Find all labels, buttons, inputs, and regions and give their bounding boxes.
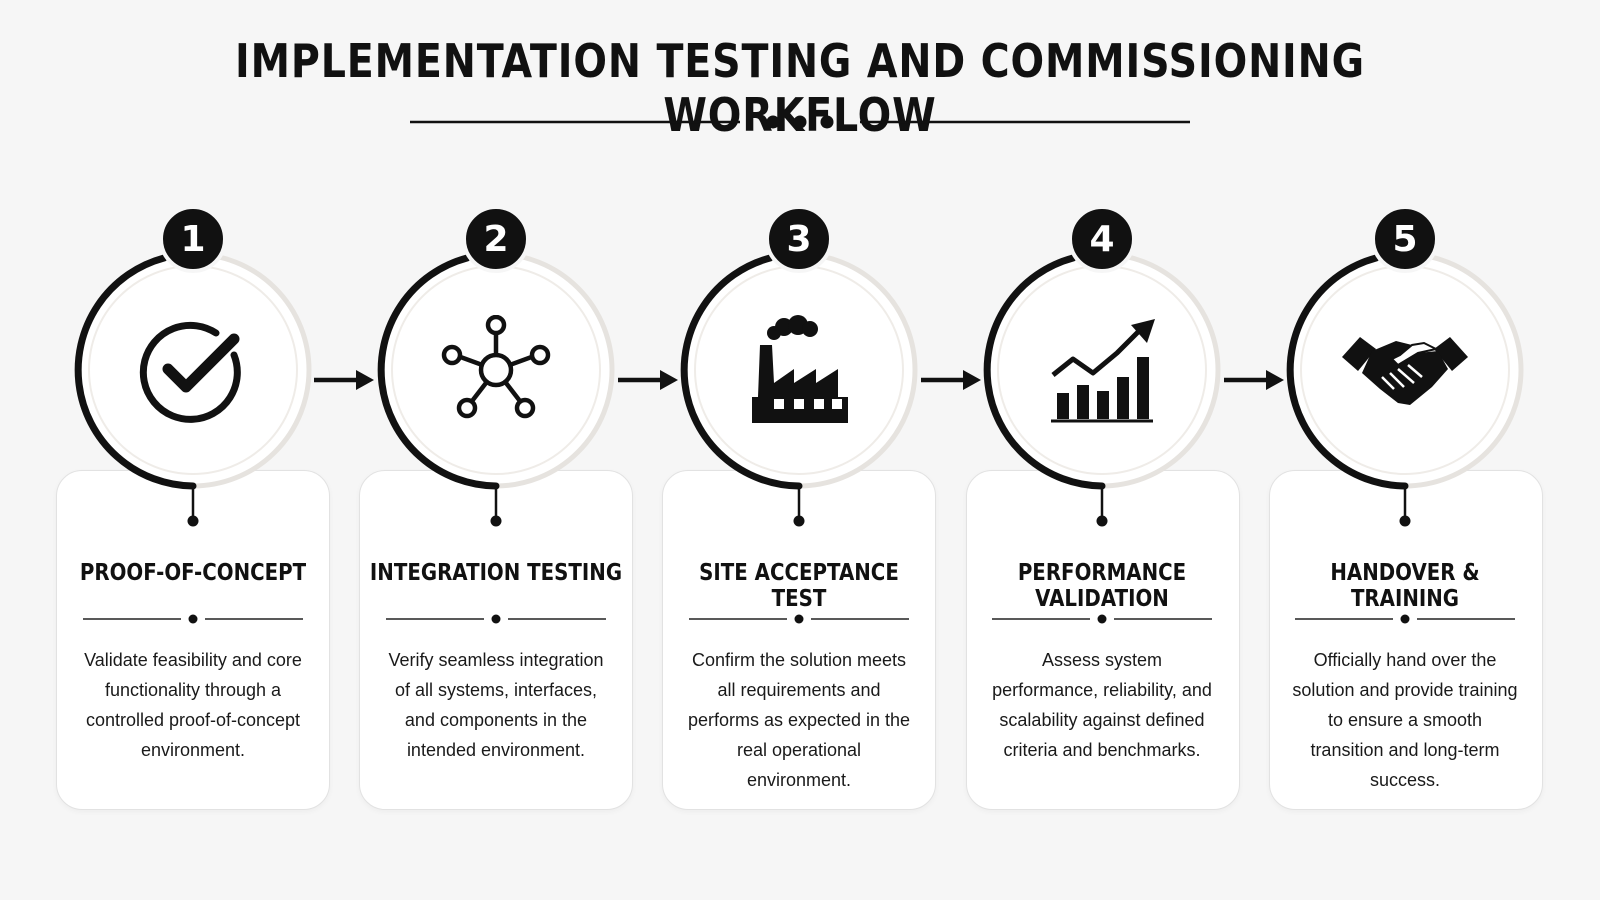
step-number-badge: 3 <box>765 205 833 273</box>
step-card-3 <box>662 470 936 810</box>
handshake-icon <box>1342 337 1468 405</box>
step-2: 2 <box>346 205 646 545</box>
step-description: Officially hand over the solution and pr… <box>1292 650 1518 790</box>
step-divider <box>1295 614 1515 624</box>
step-title: PROOF-OF-CONCEPT <box>79 560 307 586</box>
step-divider <box>386 614 606 624</box>
step-4: 4 <box>952 205 1252 545</box>
growth-chart-icon <box>1051 319 1155 423</box>
title-divider <box>410 115 1190 129</box>
network-nodes-icon <box>441 315 551 419</box>
step-title: PERFORMANCE VALIDATION <box>1017 560 1187 612</box>
step-divider <box>992 614 1212 624</box>
step-card-5 <box>1269 470 1543 810</box>
step-description: Validate feasibility and core functional… <box>84 650 302 760</box>
step-1: 1 <box>43 205 343 545</box>
step-title: SITE ACCEPTANCE TEST <box>699 560 899 612</box>
step-divider <box>83 614 303 624</box>
arrow-icon <box>1224 370 1284 390</box>
checkmark-circle-icon <box>139 321 241 423</box>
arrow-icon <box>314 370 374 390</box>
arrow-icon <box>618 370 678 390</box>
step-ring <box>74 251 312 527</box>
step-description: Verify seamless integration of all syste… <box>388 650 604 760</box>
step-number-badge: 1 <box>159 205 227 273</box>
factory-icon <box>752 315 848 423</box>
step-title: INTEGRATION TESTING <box>369 560 623 586</box>
step-5: 5 <box>1255 205 1555 545</box>
page-title: IMPLEMENTATION TESTING AND COMMISSIONING… <box>235 34 1365 142</box>
step-description: Confirm the solution meets all requireme… <box>687 650 911 790</box>
arrow-icon <box>921 370 981 390</box>
step-title: HANDOVER & TRAINING <box>1330 560 1480 612</box>
step-description: Assess system performance, reliability, … <box>992 650 1212 760</box>
step-number-badge: 5 <box>1371 205 1439 273</box>
step-card-2 <box>359 470 633 810</box>
step-3: 3 <box>649 205 949 545</box>
step-number-badge: 2 <box>462 205 530 273</box>
step-card-4 <box>966 470 1240 810</box>
step-ring <box>983 251 1221 527</box>
step-number-badge: 4 <box>1068 205 1136 273</box>
step-divider <box>689 614 909 624</box>
